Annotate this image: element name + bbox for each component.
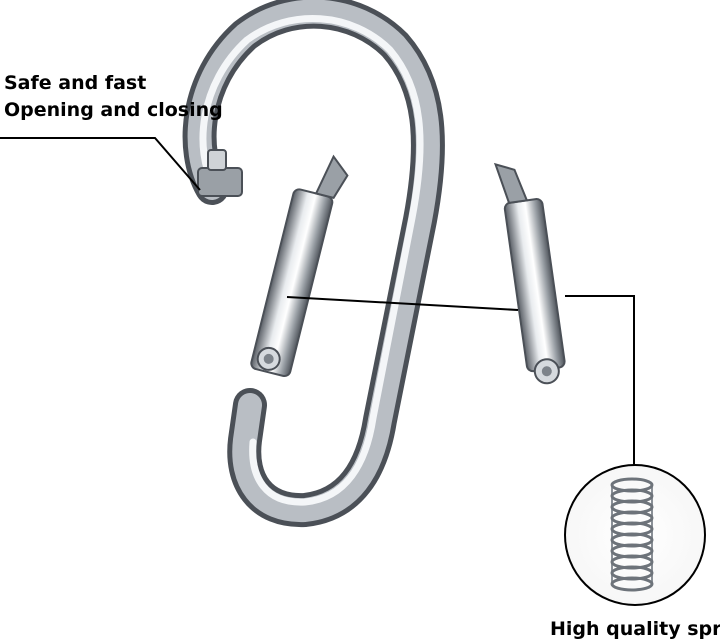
gate-connector-line	[286, 296, 519, 311]
spring-icon	[610, 477, 654, 592]
opening-callout-line1: Safe and fast	[4, 72, 147, 94]
hook-gate	[250, 154, 349, 378]
opening-callout-line2: Opening and closing	[4, 99, 223, 121]
spring-detail	[564, 464, 706, 606]
opening-callout-text: Safe and fast Opening and closing	[4, 70, 223, 124]
hook-body	[182, 0, 445, 528]
spring-callout-line	[565, 295, 635, 470]
spring-callout-text: High quality spring	[550, 618, 720, 640]
opening-callout-line	[0, 137, 201, 191]
detached-gate	[493, 162, 566, 385]
